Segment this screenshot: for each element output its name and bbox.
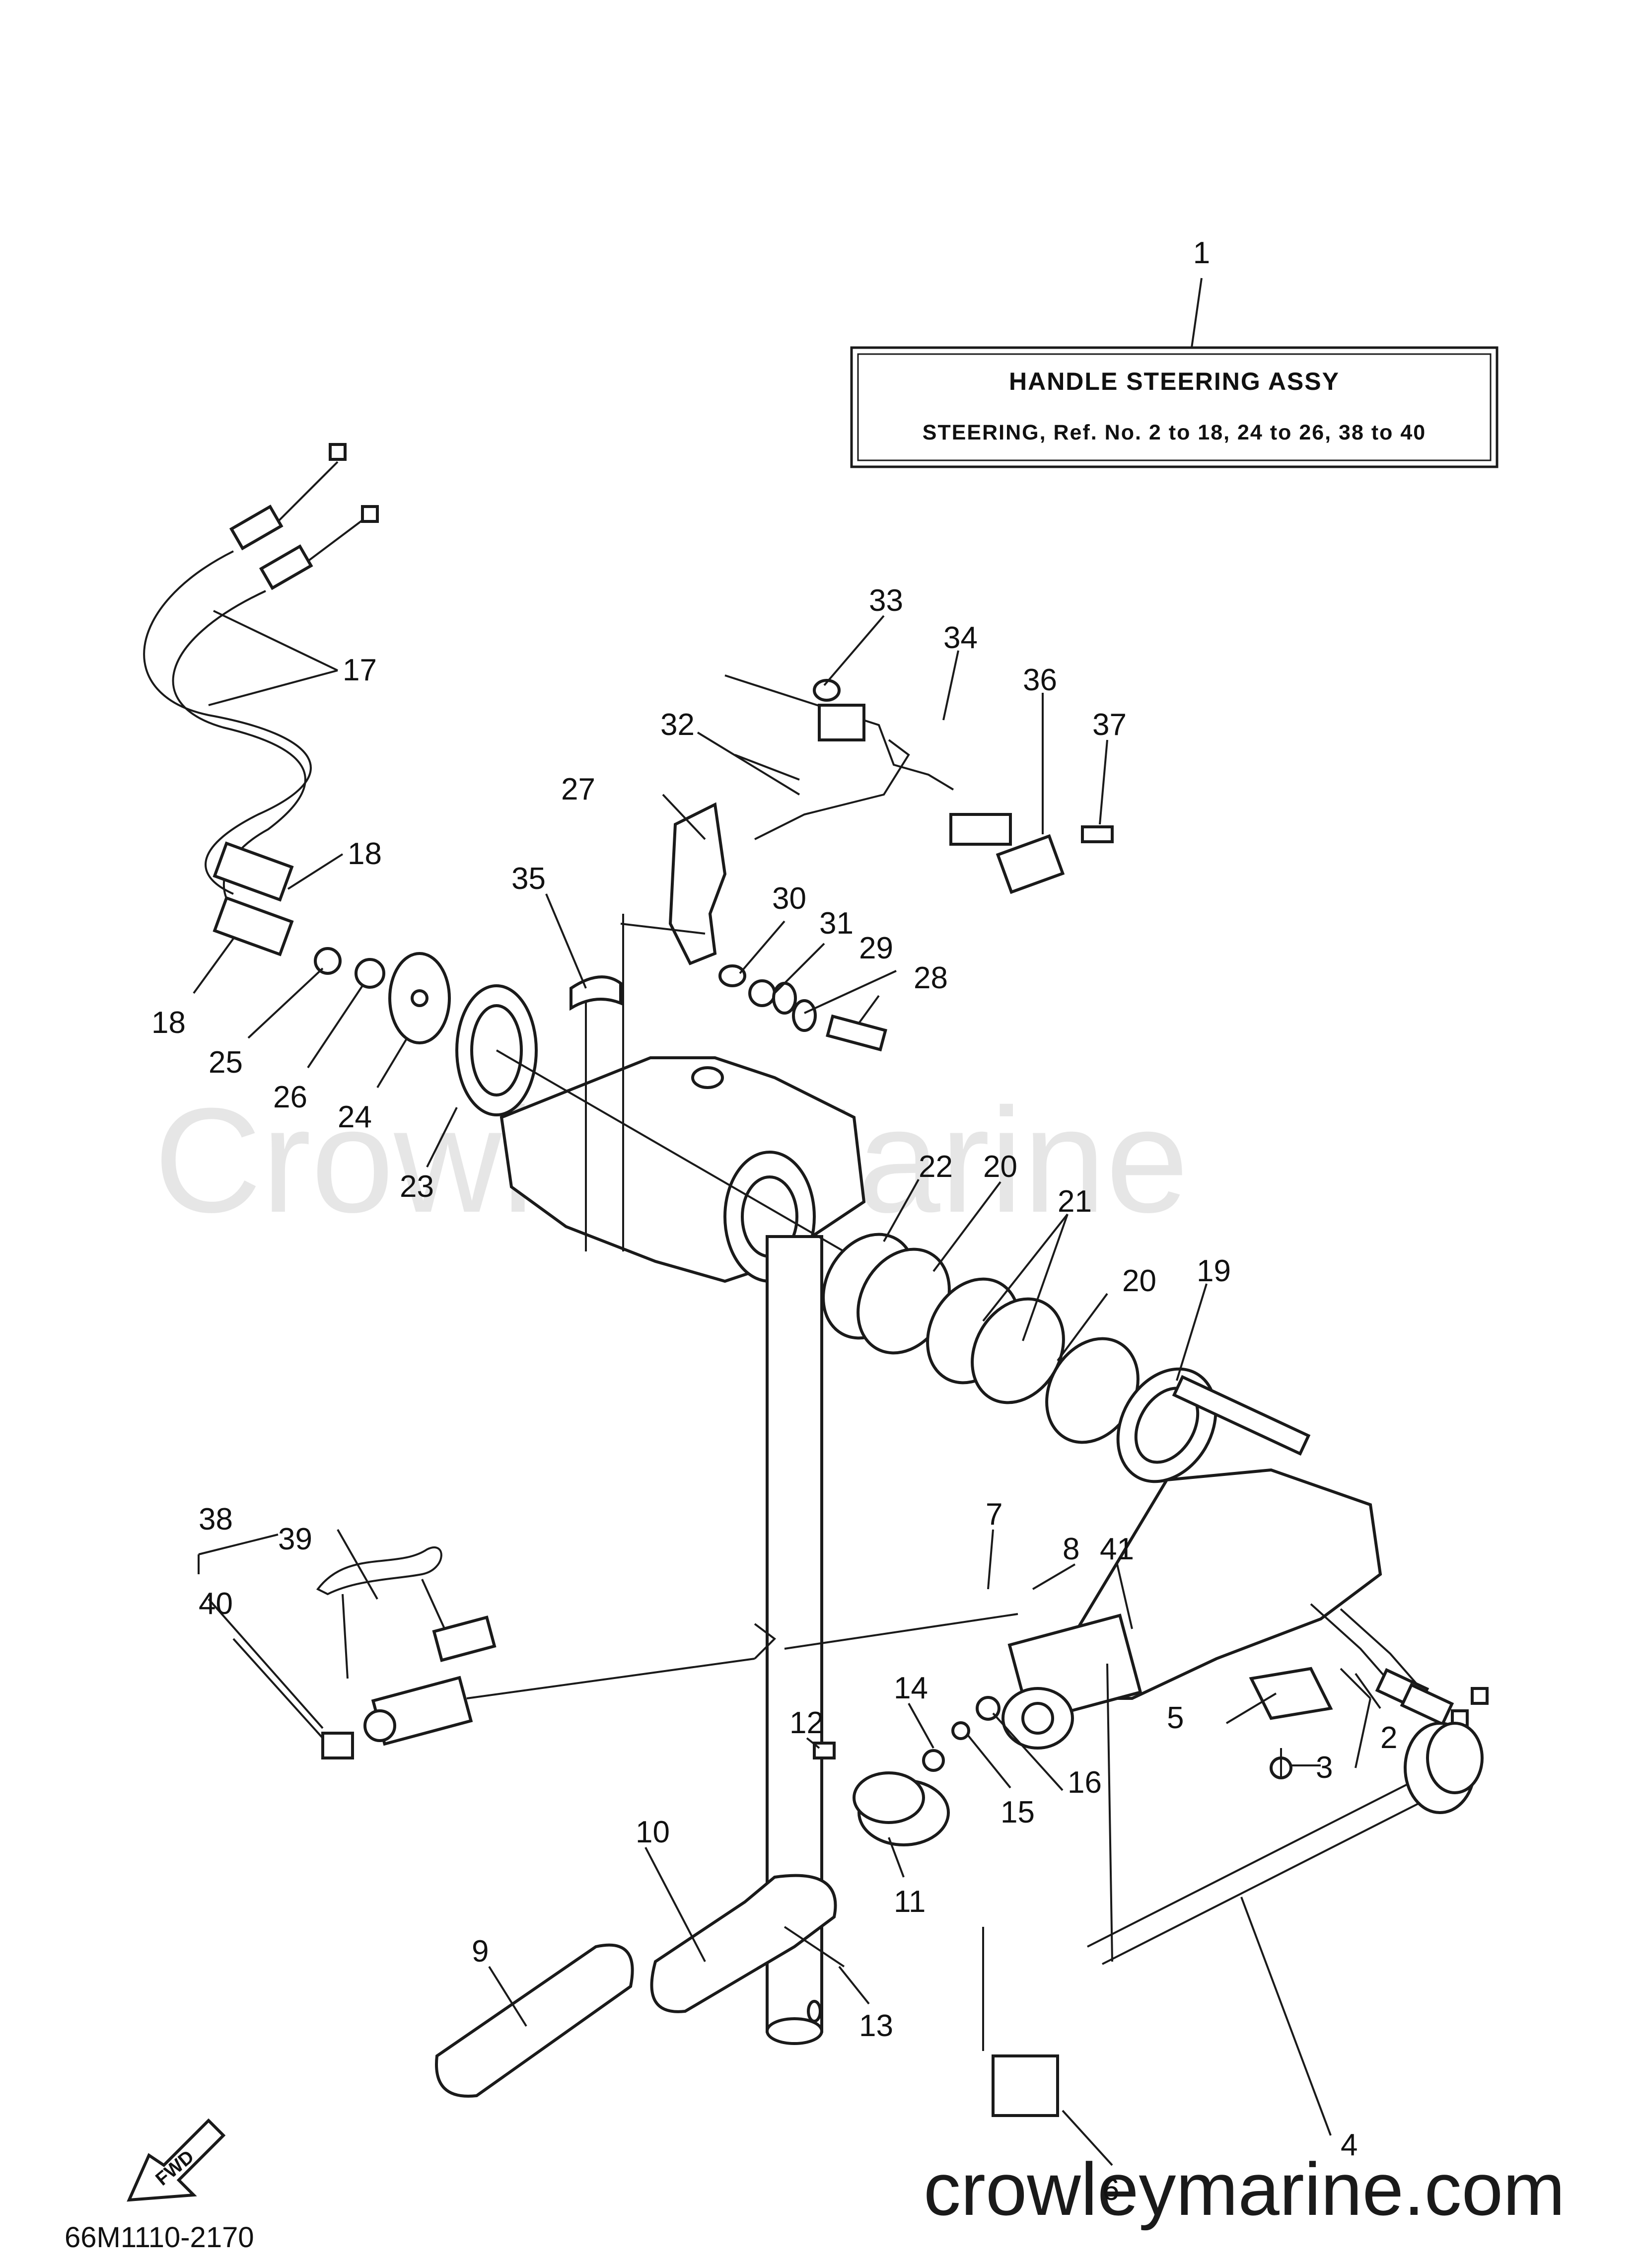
callout-label: 7	[986, 1497, 1002, 1532]
callout-label: 26	[273, 1080, 307, 1114]
callout-label: 39	[278, 1522, 312, 1556]
callout-label: 28	[914, 961, 948, 995]
callout-label: 29	[859, 931, 893, 965]
engine-stop-switch	[316, 1546, 1018, 1759]
callout-label: 20	[983, 1150, 1017, 1184]
callouts: 2 3 4 5 6 7 8 9 10 11 12 13 14 15 16 17 …	[151, 584, 1397, 2207]
callout-label: 9	[472, 1934, 489, 1969]
throttle-shaft	[982, 1722, 1484, 2117]
watermark-url: crowleymarine.com	[924, 2147, 1565, 2231]
callout-label: 5	[1167, 1701, 1184, 1735]
callout-label: 36	[1023, 663, 1057, 697]
seal-washers	[822, 1233, 1217, 1483]
callout-label: 2	[1380, 1721, 1397, 1755]
callout-label: 35	[511, 862, 546, 896]
callout-label: 16	[1068, 1765, 1102, 1800]
callout-label: 14	[894, 1671, 928, 1705]
callout-label: 17	[343, 653, 377, 687]
callout-label: 4	[1341, 2128, 1357, 2162]
callout-label: 19	[1197, 1254, 1231, 1288]
title-line-1: HANDLE STEERING ASSY	[1009, 367, 1340, 395]
callout-label: 8	[1063, 1532, 1079, 1566]
callout-label: 15	[1000, 1795, 1035, 1829]
throttle-shift-cables	[143, 443, 379, 930]
callout-label: 12	[789, 1706, 824, 1740]
callout-label: 22	[919, 1150, 953, 1184]
callout-label: 41	[1100, 1532, 1134, 1566]
fwd-arrow-icon: FWD	[127, 2118, 226, 2202]
title-line-2: STEERING, Ref. No. 2 to 18, 24 to 26, 38…	[923, 421, 1426, 444]
callout-label: 18	[151, 1006, 186, 1040]
callout-label: 10	[636, 1815, 670, 1849]
callout-label: 18	[348, 837, 382, 871]
callout-label: 24	[338, 1100, 372, 1134]
cable-ends	[193, 841, 344, 994]
lever-fasteners	[570, 964, 887, 1052]
grommet-assembly	[247, 947, 451, 1089]
shift-linkage	[620, 674, 1114, 965]
callout-label: 38	[199, 1502, 233, 1536]
title-box: 1 HANDLE STEERING ASSY STEERING, Ref. No…	[850, 236, 1499, 468]
callout-label: 30	[772, 881, 806, 916]
callout-label: 23	[400, 1170, 434, 1204]
callout-label: 31	[819, 906, 854, 941]
callout-label: 27	[561, 772, 595, 806]
leader-lines	[198, 615, 1381, 2166]
callout-label: 21	[1058, 1184, 1092, 1219]
callout-label: 13	[859, 2009, 893, 2043]
callout-label: 25	[209, 1045, 243, 1080]
callout-label: 11	[894, 1885, 926, 1919]
callout-label: 34	[943, 621, 978, 655]
callout-label: 32	[660, 708, 695, 742]
callout-label: 3	[1316, 1751, 1333, 1785]
callout-label: 1	[1193, 236, 1210, 270]
callout-label: 33	[869, 584, 903, 618]
callout-label: 40	[199, 1587, 233, 1621]
callout-label: 6	[1102, 2173, 1119, 2207]
tiller-arm	[1001, 1375, 1489, 1962]
callout-label: 37	[1092, 708, 1127, 742]
diagram-code: 66M1110-2170	[65, 2221, 254, 2254]
throttle-grip	[435, 1696, 1000, 2098]
callout-label: 20	[1122, 1264, 1156, 1298]
plate-and-bolt	[1249, 1667, 1333, 1779]
